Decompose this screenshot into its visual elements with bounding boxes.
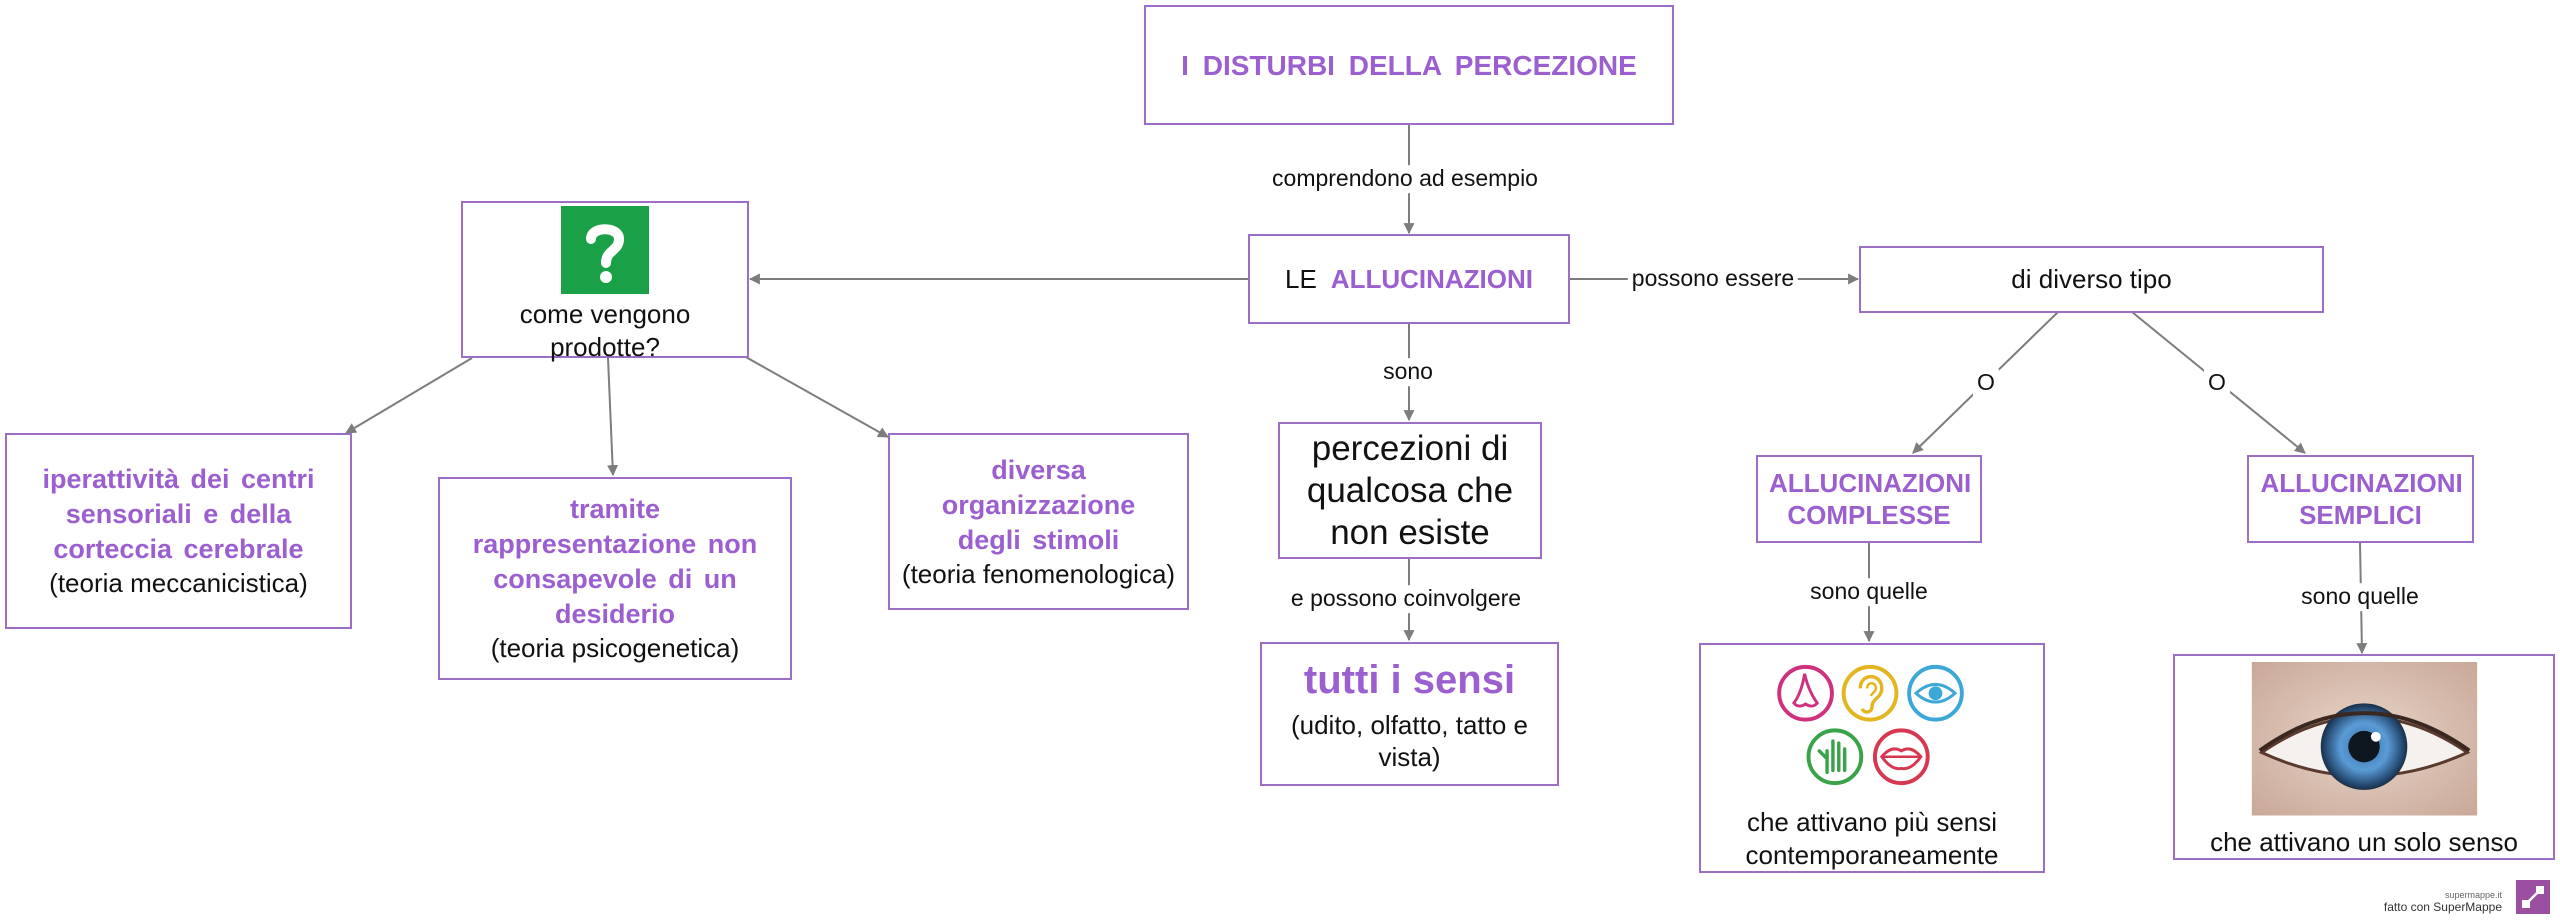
tramite-text: tramite rappresentazione non consapevole… bbox=[472, 494, 758, 630]
node-semplici-desc[interactable]: che attivano un solo senso bbox=[2173, 654, 2555, 860]
question-mark-icon bbox=[561, 206, 649, 294]
node-semplici[interactable]: ALLUCINAZIONI SEMPLICI bbox=[2247, 455, 2474, 543]
tramite-sub-text: (teoria psicogenetica) bbox=[490, 633, 740, 664]
eye-icon bbox=[1907, 664, 1964, 722]
complesse-text: ALLUCINAZIONI COMPLESSE bbox=[1769, 467, 1972, 531]
node-iperattivita[interactable]: iperattività dei centri sensoriali e del… bbox=[5, 433, 352, 629]
edge-label-sono: sono bbox=[1379, 358, 1437, 386]
node-complesse[interactable]: ALLUCINAZIONI COMPLESSE bbox=[1756, 455, 1982, 543]
node-allucinazioni[interactable]: LE ALLUCINAZIONI bbox=[1248, 234, 1570, 324]
footer-site-text: supermappe.it bbox=[2444, 890, 2502, 900]
mouth-icon bbox=[1872, 728, 1930, 786]
edge-label-comprendono: comprendono ad esempio bbox=[1268, 165, 1542, 193]
tutti-sensi-sub-text: (udito, olfatto, tatto e vista) bbox=[1290, 709, 1529, 773]
node-tutti-sensi[interactable]: tutti i sensi (udito, olfatto, tatto e v… bbox=[1260, 642, 1559, 786]
edge-come-tramite bbox=[607, 357, 619, 477]
node-title[interactable]: I DISTURBI DELLA PERCEZIONE bbox=[1144, 5, 1674, 125]
edge-come-iperattivita bbox=[345, 357, 473, 434]
diversa-text: diversa organizzazione degli stimoli bbox=[941, 454, 1136, 555]
tutti-sensi-text: tutti i sensi bbox=[1303, 657, 1516, 702]
ear-icon bbox=[1841, 664, 1899, 722]
footer-made-with-text: fatto con SuperMappe bbox=[2383, 900, 2502, 914]
node-percezioni[interactable]: percezioni di qualcosa che non esiste bbox=[1278, 422, 1542, 559]
allucinazioni-le-text: LE bbox=[1284, 263, 1317, 294]
edge-label-possono: possono essere bbox=[1627, 265, 1799, 293]
iperattivita-sub-text: (teoria meccanicistica) bbox=[49, 568, 308, 599]
edge-label-coinvolgere: e possono coinvolgere bbox=[1286, 585, 1526, 613]
nose-icon bbox=[1777, 664, 1834, 722]
diverso-tipo-text: di diverso tipo bbox=[2011, 264, 2172, 295]
complesse-desc-text: che attivano più sensi contemporaneament… bbox=[1745, 807, 1999, 870]
diversa-sub-text: (teoria fenomenologica) bbox=[901, 558, 1176, 589]
come-vengono-text: come vengono prodotte? bbox=[519, 299, 691, 362]
edge-come-diversa bbox=[743, 355, 889, 438]
semplici-text: ALLUCINAZIONI SEMPLICI bbox=[2260, 467, 2463, 531]
semplici-desc-text: che attivano un solo senso bbox=[2210, 826, 2518, 857]
edge-label-sono-quelle-left: sono quelle bbox=[1806, 578, 1932, 606]
node-come-vengono[interactable]: come vengono prodotte? bbox=[461, 201, 749, 362]
allucinazioni-word-text: ALLUCINAZIONI bbox=[1330, 263, 1533, 294]
node-diversa[interactable]: diversa organizzazione degli stimoli (te… bbox=[888, 433, 1189, 610]
node-diverso-tipo[interactable]: di diverso tipo bbox=[1859, 246, 2324, 313]
percezioni-text: percezioni di qualcosa che non esiste bbox=[1306, 428, 1514, 552]
hand-icon bbox=[1806, 728, 1864, 786]
eye-photo bbox=[2251, 662, 2477, 816]
supermappe-logo-icon bbox=[2516, 880, 2550, 914]
edge-label-o-right: O bbox=[2204, 369, 2230, 397]
senses-icons bbox=[1777, 664, 1964, 786]
iperattivita-text: iperattività dei centri sensoriali e del… bbox=[42, 464, 315, 565]
edge-label-sono-quelle-right: sono quelle bbox=[2297, 583, 2423, 611]
supermappe-footer[interactable]: supermappe.it fatto con SuperMappe bbox=[2340, 876, 2552, 916]
node-complesse-desc[interactable]: che attivano più sensi contemporaneament… bbox=[1699, 643, 2045, 873]
node-tramite[interactable]: tramite rappresentazione non consapevole… bbox=[438, 477, 792, 680]
title-text: I DISTURBI DELLA PERCEZIONE bbox=[1181, 49, 1637, 81]
edge-label-o-left: O bbox=[1973, 369, 1999, 397]
